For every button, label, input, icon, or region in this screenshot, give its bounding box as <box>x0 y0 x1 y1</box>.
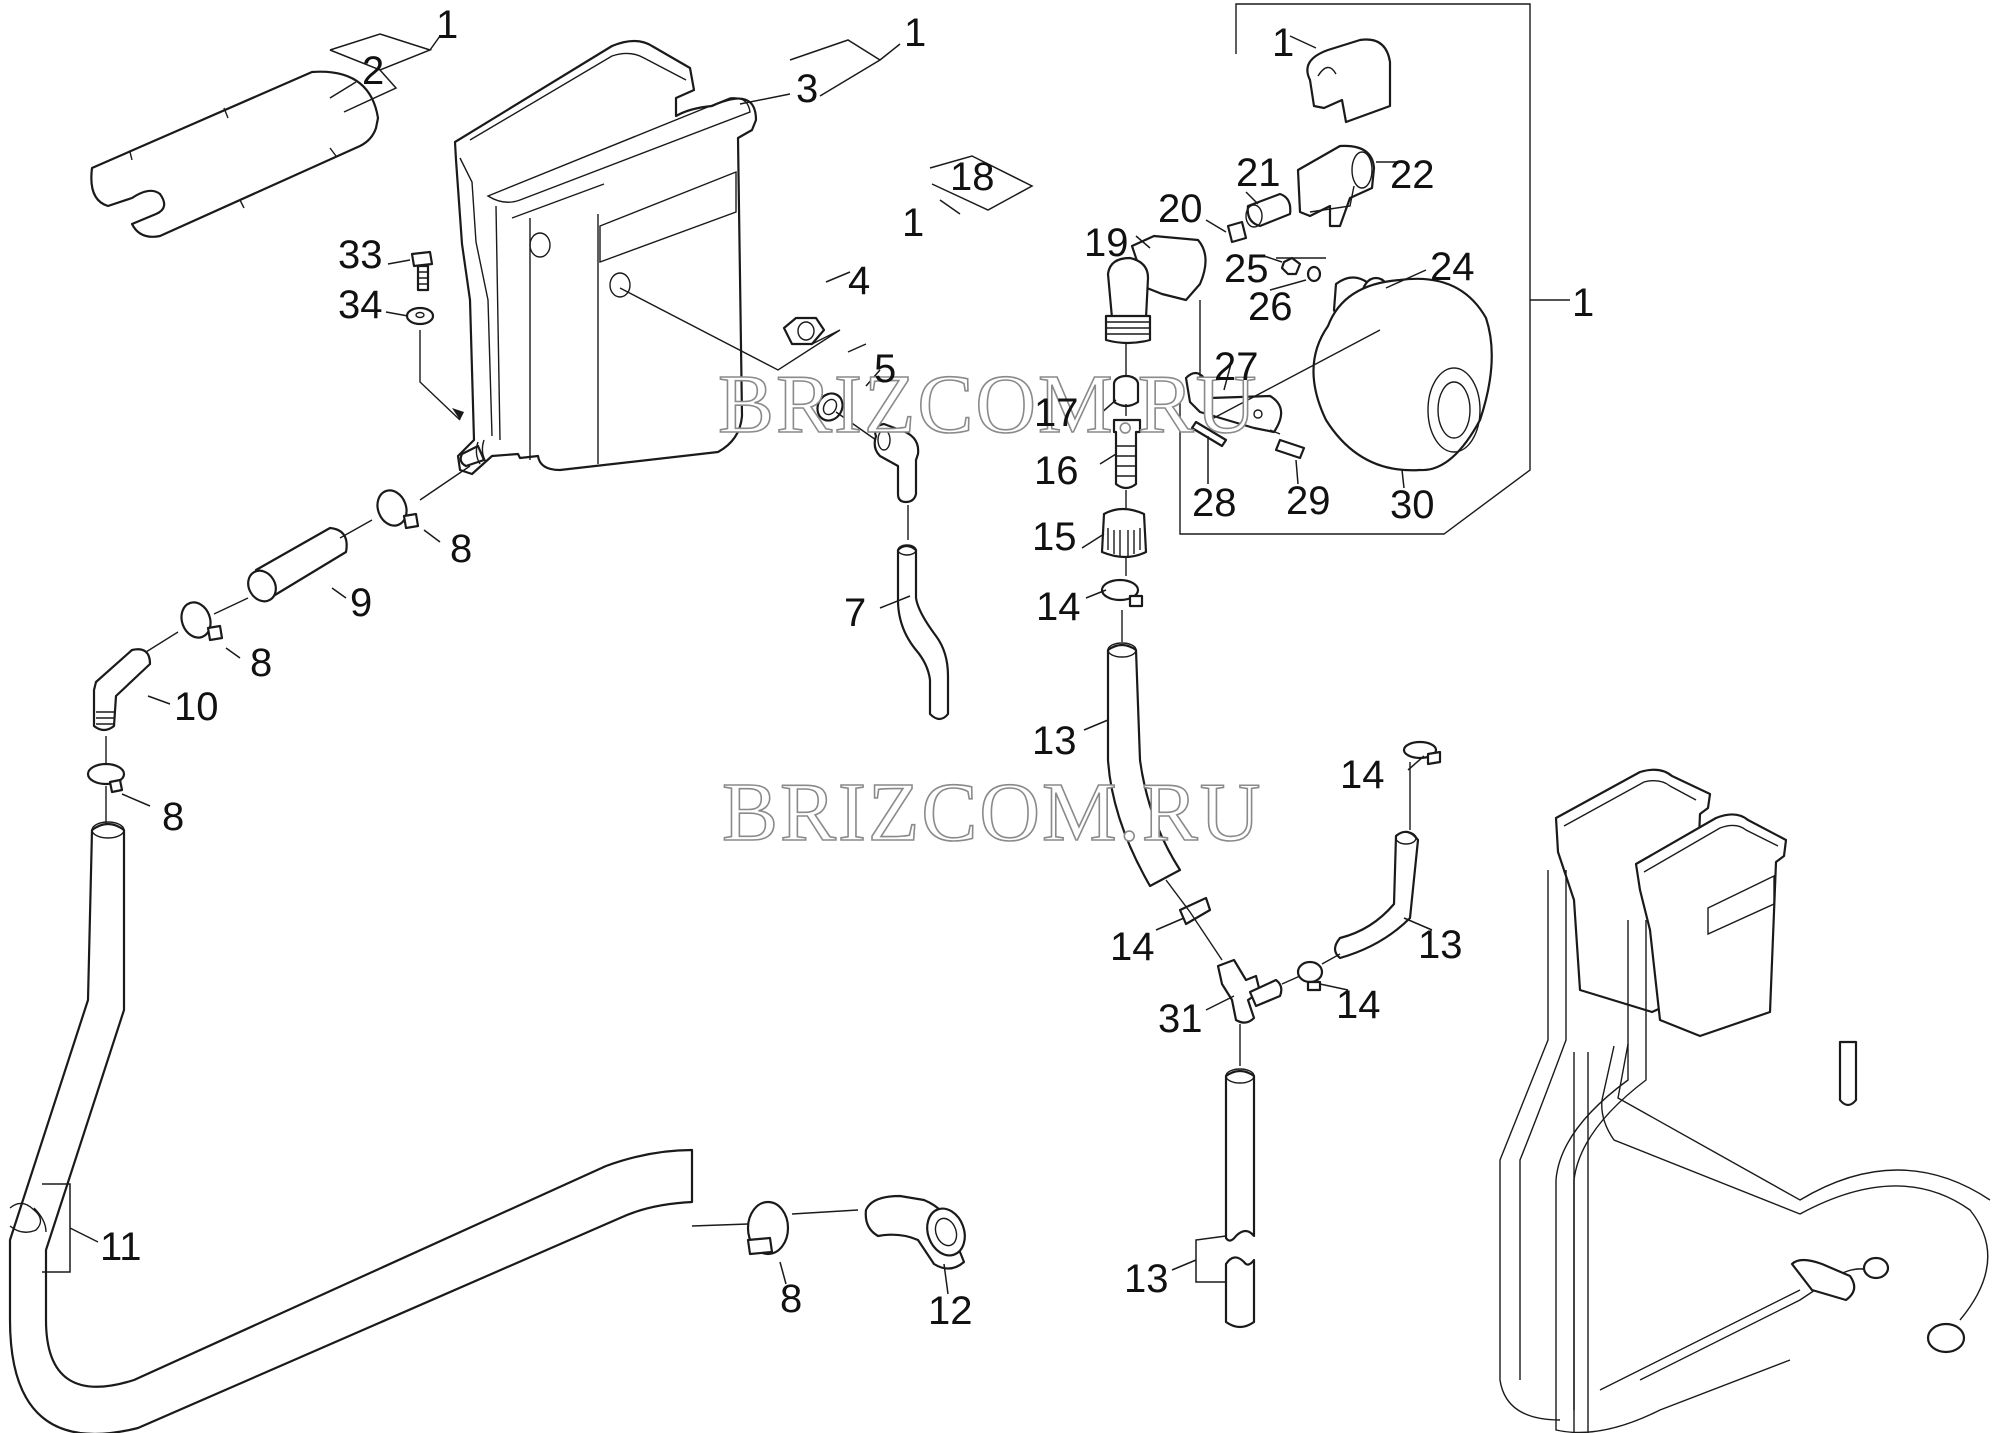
callout-3: 3 <box>796 67 818 111</box>
nozzle-part-16 <box>1112 418 1142 490</box>
callout-33: 33 <box>338 233 383 277</box>
bolt-part-33 <box>410 250 434 292</box>
assembly-line <box>619 287 841 371</box>
seal-part-20 <box>1226 220 1248 244</box>
valve-part-19 <box>1104 234 1207 345</box>
elbow-part-10 <box>92 648 152 732</box>
clamp-part-14c <box>1296 960 1324 992</box>
callout-30: 30 <box>1390 483 1435 527</box>
y-connector-part-31 <box>1216 958 1283 1024</box>
callout-2: 2 <box>362 49 384 93</box>
callout-14: 14 <box>1110 925 1155 969</box>
clamp-part-8b <box>180 601 224 642</box>
hose-part-11 <box>8 821 694 1433</box>
callout-1: 1 <box>1272 21 1294 65</box>
callout-8: 8 <box>450 527 472 571</box>
callout-25: 25 <box>1224 247 1269 291</box>
callout-12: 12 <box>928 1289 973 1333</box>
washer-part-5 <box>816 392 844 422</box>
callout-5: 5 <box>874 347 896 391</box>
assembly-line <box>1165 879 1223 961</box>
callout-11: 11 <box>100 1225 142 1269</box>
screw-part-29 <box>1274 438 1306 460</box>
callout-14: 14 <box>1340 753 1385 797</box>
subassembly-frame <box>1179 3 1531 535</box>
watermark-middle: BRIZCOM.RU <box>722 766 1262 859</box>
clamp-part-8a <box>376 489 420 530</box>
callout-8: 8 <box>780 1277 802 1321</box>
clamp-part-8d <box>746 1200 790 1256</box>
callout-31: 31 <box>1158 997 1203 1041</box>
cap-nut-part-15 <box>1100 507 1148 559</box>
callout-7: 7 <box>844 591 866 635</box>
hose-part-7 <box>896 544 950 721</box>
washer-part-26 <box>1306 265 1322 283</box>
leader-lines <box>121 33 1570 1295</box>
switch-part-22 <box>1296 144 1376 228</box>
callout-8: 8 <box>250 641 272 685</box>
assembly-line <box>419 330 461 421</box>
callout-29: 29 <box>1286 479 1331 523</box>
callout-17: 17 <box>1034 391 1079 435</box>
arrowhead-icon <box>452 408 464 420</box>
callout-19: 19 <box>1084 221 1129 265</box>
callout-13: 13 <box>1124 1257 1169 1301</box>
callout-28: 28 <box>1192 481 1237 525</box>
clamp-part-14d <box>1402 740 1442 766</box>
watermark-top: BRIZCOM.RU <box>718 358 1258 451</box>
callout-18: 18 <box>950 155 995 199</box>
float-part-30 <box>1312 277 1493 472</box>
callout-14: 14 <box>1336 983 1381 1027</box>
pin-part-28 <box>1190 420 1228 448</box>
sleeve-part-9 <box>247 526 348 603</box>
callout-27: 27 <box>1214 345 1259 389</box>
callout-34: 34 <box>338 283 383 327</box>
cover-part-1 <box>1306 38 1392 124</box>
assembly-line <box>691 1209 859 1227</box>
hose-part-13a <box>1106 642 1182 888</box>
callout-1: 1 <box>436 3 458 47</box>
callout-15: 15 <box>1032 515 1077 559</box>
callout-16: 16 <box>1034 449 1079 493</box>
sleeve-part-21 <box>1245 192 1292 228</box>
callout-22: 22 <box>1390 153 1435 197</box>
assembly-overview <box>1499 768 1991 1433</box>
callout-4: 4 <box>848 259 870 303</box>
tank-part-3 <box>453 39 758 476</box>
nut-part-4 <box>782 316 826 346</box>
callout-10: 10 <box>174 685 219 729</box>
callout-26: 26 <box>1248 285 1293 329</box>
callout-21: 21 <box>1236 151 1281 195</box>
assembly-line <box>1239 762 1411 1066</box>
callout-13: 13 <box>1032 719 1077 763</box>
hose-part-13b <box>1333 830 1420 960</box>
hose-part-13c <box>1171 1068 1256 1329</box>
clamp-part-14a <box>1100 578 1144 608</box>
callout-13: 13 <box>1418 923 1463 967</box>
elbow-part-6 <box>873 422 920 504</box>
elbow-part-12 <box>864 1194 966 1270</box>
callout-14: 14 <box>1036 585 1081 629</box>
callout-9: 9 <box>350 581 372 625</box>
callout-24: 24 <box>1430 245 1475 289</box>
lid-plate-part-2 <box>90 70 380 238</box>
assembly-line <box>1199 185 1381 435</box>
assembly-line <box>835 411 909 540</box>
assembly-line <box>145 465 471 653</box>
callout-20: 20 <box>1158 187 1203 231</box>
callout-1: 1 <box>1572 281 1594 325</box>
washer-part-34 <box>405 306 435 326</box>
clamp-part-8c <box>86 762 126 794</box>
callout-1: 1 <box>902 201 924 245</box>
callout-labels: 1 2 1 3 18 1 33 34 4 5 8 9 8 10 8 7 11 8… <box>100 3 1594 1333</box>
nut-part-25 <box>1280 256 1302 276</box>
callout-1: 1 <box>904 11 926 55</box>
connector-part-14b <box>1178 896 1212 926</box>
callout-8: 8 <box>162 795 184 839</box>
